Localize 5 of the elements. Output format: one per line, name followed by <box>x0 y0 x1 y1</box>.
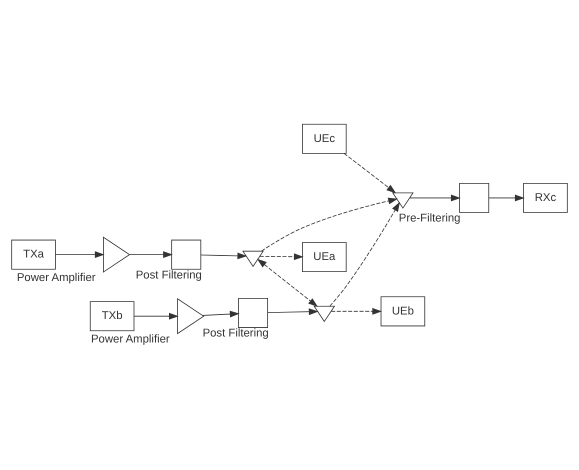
node-label: Pre-Filtering <box>398 212 460 225</box>
node-label: Power Amplifier <box>90 334 170 346</box>
node-label: Post Filtering <box>202 328 269 340</box>
node-label: Post Filtering <box>136 269 202 282</box>
node-label: Power Amplifier <box>16 272 96 284</box>
